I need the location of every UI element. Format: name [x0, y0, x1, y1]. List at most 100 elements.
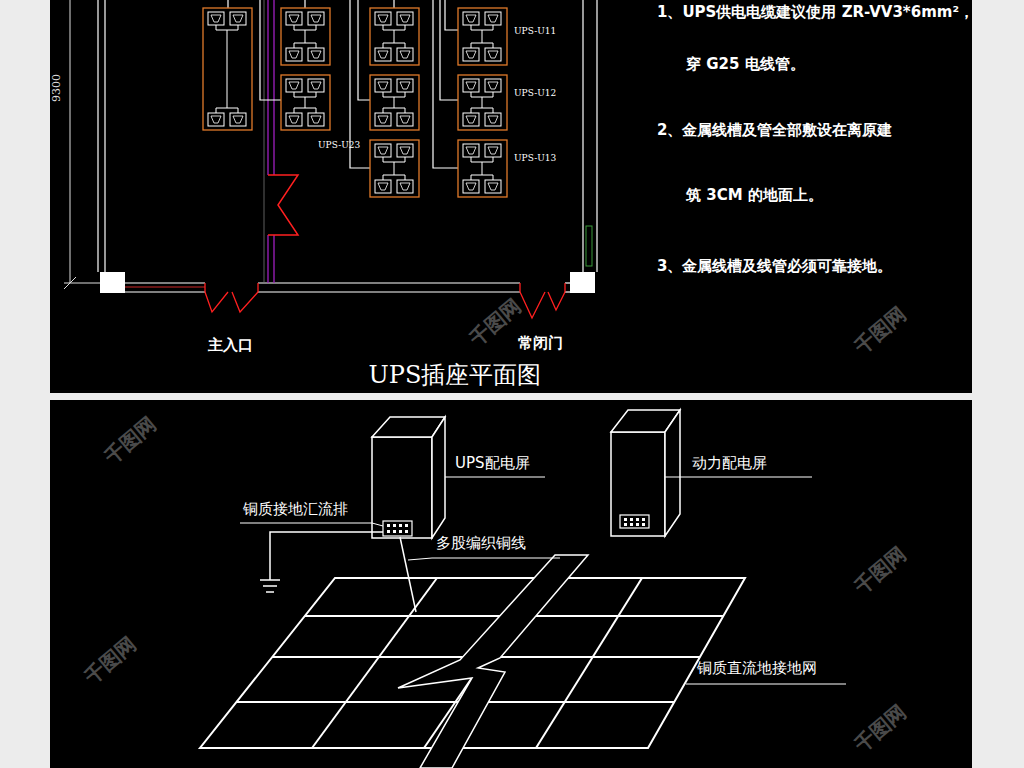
dimension-value: 9300: [50, 74, 63, 102]
socket-link: [471, 92, 493, 97]
socket-symbol: [463, 12, 479, 25]
column: [100, 272, 125, 293]
socket-symbol: [397, 48, 413, 61]
socket-symbol: [286, 12, 302, 25]
socket-symbol: [397, 144, 413, 157]
socket-link: [383, 108, 405, 113]
socket-link: [482, 30, 483, 43]
wall-inner-line: [125, 287, 205, 288]
socket-link: [394, 162, 395, 175]
socket-link: [482, 97, 483, 108]
partition-break: [268, 175, 298, 235]
partition-line: [264, 0, 265, 283]
busbar: [620, 515, 649, 528]
socket-symbol: [286, 79, 302, 92]
socket-symbol: [308, 113, 324, 126]
note-text: 穿 G25 电线管。: [686, 55, 805, 73]
part-label: UPS配电屏: [455, 454, 530, 472]
socket-symbol: [463, 180, 479, 193]
socket-symbol: [463, 113, 479, 126]
watermark: 千图网: [79, 632, 140, 689]
note-text: 3、金属线槽及线管必须可靠接地。: [657, 257, 892, 275]
socket-symbol: [208, 113, 224, 126]
socket-link: [471, 43, 493, 48]
socket-symbol: [308, 79, 324, 92]
socket-box: [370, 8, 419, 65]
socket-box: [370, 75, 419, 130]
socket-link: [294, 25, 316, 30]
socket-symbol: [375, 48, 391, 61]
leader-lines: [240, 477, 846, 684]
walls: [98, 0, 597, 292]
socket-symbol: [375, 113, 391, 126]
socket-box: [458, 8, 507, 65]
caption: UPS插座平面图: [369, 361, 542, 390]
socket-label: UPS-U23: [318, 140, 360, 151]
top-panel: [50, 0, 972, 393]
socket-link: [471, 157, 493, 162]
note-text: 1、UPS供电电缆建议使用 ZR-VV3*6mm²，: [657, 3, 974, 21]
note-text: 2、金属线槽及管全部敷设在离原建: [657, 121, 892, 139]
socket-link: [294, 43, 316, 48]
ups-cabinet: [372, 417, 445, 538]
part-label: 多股编织铜线: [436, 534, 526, 552]
socket-link: [383, 157, 405, 162]
cable-wires: [228, 0, 458, 168]
socket-symbol: [375, 12, 391, 25]
socket-box: [370, 140, 419, 197]
door-label: 常闭门: [518, 334, 563, 352]
socket-link: [394, 97, 395, 108]
socket-symbol: [397, 79, 413, 92]
socket-groups: [203, 8, 507, 197]
socket-symbol: [485, 144, 501, 157]
socket-label: UPS-U11: [514, 26, 556, 37]
socket-link: [294, 92, 316, 97]
socket-symbol: [230, 12, 246, 25]
socket-box: [281, 75, 330, 130]
part-label: 铜质直流地接地网: [697, 659, 817, 677]
socket-symbol: [286, 48, 302, 61]
socket-link: [383, 43, 405, 48]
socket-symbol: [463, 144, 479, 157]
socket-symbol: [397, 180, 413, 193]
socket-symbol: [485, 113, 501, 126]
socket-label: UPS-U12: [514, 88, 556, 99]
part-label: 动力配电屏: [692, 454, 767, 472]
socket-box: [281, 8, 330, 65]
socket-link: [394, 30, 395, 43]
socket-link: [383, 92, 405, 97]
watermark: 千图网: [849, 700, 910, 757]
socket-symbol: [375, 180, 391, 193]
window: [586, 226, 592, 266]
busbar: [383, 521, 412, 536]
socket-symbol: [308, 12, 324, 25]
socket-symbol: [485, 180, 501, 193]
socket-link: [305, 97, 306, 108]
socket-link: [305, 30, 306, 43]
partition: [268, 0, 274, 283]
watermark: 千图网: [99, 412, 160, 469]
socket-link: [471, 175, 493, 180]
power-cabinet: [611, 410, 680, 536]
note-text: 筑 3CM 的地面上。: [686, 186, 823, 204]
socket-symbol: [308, 48, 324, 61]
watermark: 千图网: [464, 294, 525, 351]
watermark: 千图网: [849, 542, 910, 599]
socket-link: [294, 108, 316, 113]
socket-symbol: [397, 12, 413, 25]
ground-symbol: [260, 580, 280, 592]
socket-symbol: [485, 12, 501, 25]
socket-link: [471, 108, 493, 113]
socket-link: [216, 108, 238, 113]
socket-symbol: [286, 113, 302, 126]
part-label: 铜质接地汇流排: [243, 500, 348, 518]
socket-box: [458, 140, 507, 197]
socket-symbol: [208, 12, 224, 25]
column: [570, 272, 595, 293]
socket-symbol: [397, 113, 413, 126]
wires: [270, 532, 416, 612]
socket-link: [216, 25, 238, 30]
socket-link: [383, 175, 405, 180]
